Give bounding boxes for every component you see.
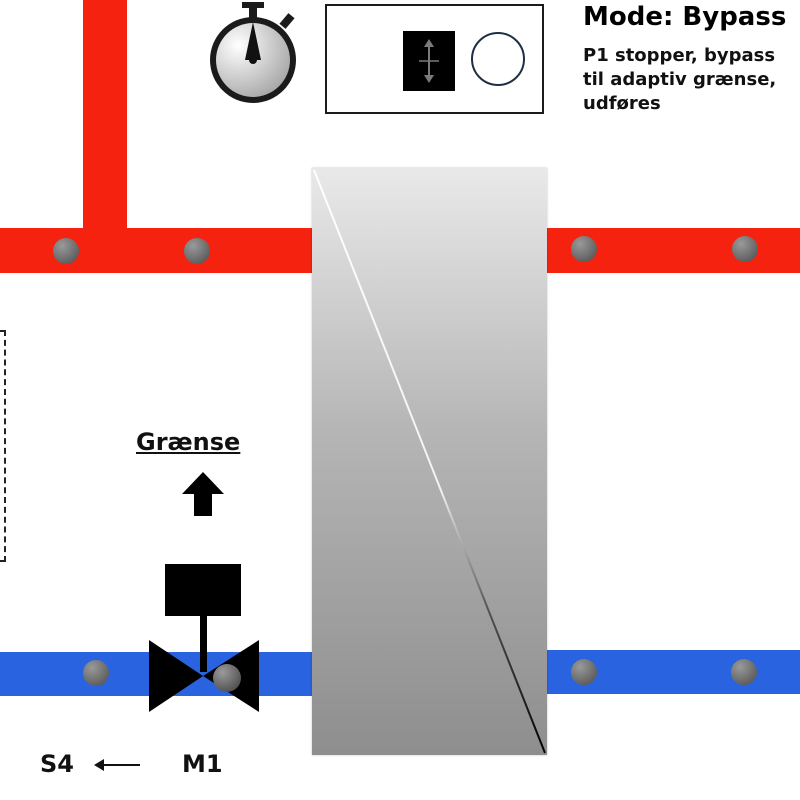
up-down-arrow-glyph	[419, 39, 439, 83]
circle-indicator-icon[interactable]	[471, 32, 525, 86]
sensor-point	[731, 659, 757, 685]
sensor-point	[53, 238, 79, 264]
up-down-arrow-icon[interactable]	[403, 31, 455, 91]
sensor-point	[571, 659, 597, 685]
heat-exchanger-diagonal	[313, 169, 546, 754]
control-panel	[325, 4, 544, 114]
dashed-boundary	[0, 330, 6, 562]
left-arrow-icon	[94, 759, 140, 771]
sensor-point	[184, 238, 210, 264]
motor-label: M1	[182, 750, 223, 778]
stopwatch-icon	[210, 2, 296, 103]
sensor-point	[83, 660, 109, 686]
mode-title: Mode: Bypass	[583, 2, 787, 32]
supply-pipe-left	[0, 228, 314, 273]
mode-description: P1 stopper, bypass til adaptiv grænse, u…	[583, 45, 777, 114]
up-arrow-icon	[182, 472, 224, 516]
limit-label: Grænse	[136, 428, 241, 456]
sensor-point	[732, 236, 758, 262]
motor-valve-icon[interactable]	[145, 560, 263, 718]
sensor-point	[571, 236, 597, 262]
supply-pipe-vertical	[83, 0, 127, 240]
sensor-label: S4	[40, 750, 74, 778]
